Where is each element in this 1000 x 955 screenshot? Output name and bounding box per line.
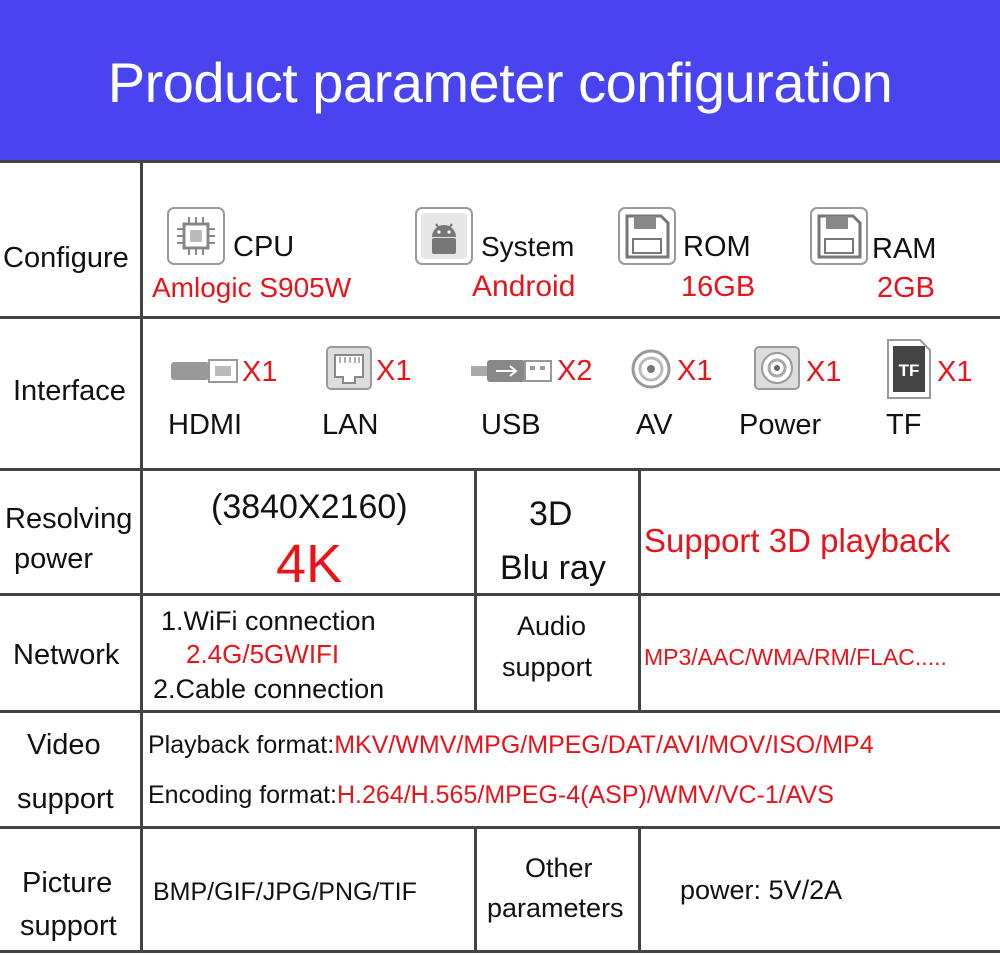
row-label-resolving-line2: power	[14, 543, 93, 575]
label-column-divider	[140, 160, 143, 953]
audio-formats: MP3/AAC/WMA/RM/FLAC.....	[644, 644, 947, 670]
tf-name: TF	[886, 409, 922, 441]
resolution-4k: 4K	[276, 534, 343, 594]
row-divider	[0, 826, 1000, 829]
lan-count: X1	[376, 355, 412, 387]
floppy-disk-icon	[618, 207, 676, 270]
cell-divider	[474, 468, 477, 710]
floppy-disk-icon	[810, 207, 868, 270]
row-divider	[0, 468, 1000, 471]
header-banner: Product parameter configuration	[0, 0, 1000, 160]
hdmi-count: X1	[242, 356, 278, 388]
network-cable-line: 2.Cable connection	[153, 674, 385, 704]
android-system-icon	[415, 207, 473, 270]
power-name: Power	[739, 409, 822, 441]
tf-card-icon: TF	[886, 338, 932, 405]
av-count: X1	[677, 355, 713, 387]
row-divider	[0, 593, 1000, 596]
hdmi-name: HDMI	[168, 409, 243, 441]
cpu-name: CPU	[233, 231, 295, 263]
power-spec: power: 5V/2A	[680, 875, 843, 905]
cpu-value: Amlogic S905W	[152, 272, 352, 303]
encoding-format-value: H.264/H.565/MPEG-4(ASP)/WMV/VC-1/AVS	[337, 781, 834, 809]
row-label-picture-line1: Picture	[22, 867, 113, 899]
cell-divider	[638, 468, 641, 710]
encoding-format-row: Encoding format:H.264/H.565/MPEG-4(ASP)/…	[148, 783, 834, 808]
power-port-icon	[754, 346, 800, 395]
page-title: Product parameter configuration	[107, 51, 893, 114]
encoding-format-label: Encoding format:	[148, 781, 337, 809]
playback-format-label: Playback format:	[148, 731, 335, 759]
other-parameters-line2: parameters	[487, 893, 624, 923]
usb-name: USB	[481, 409, 541, 441]
cpu-chip-icon	[167, 207, 225, 270]
audio-support-line2: support	[502, 652, 593, 682]
blu-ray-3d: 3D	[529, 495, 573, 533]
av-port-icon	[631, 349, 671, 394]
support-3d-playback: Support 3D playback	[644, 522, 951, 559]
cell-divider	[638, 826, 641, 953]
usb-count: X2	[557, 355, 593, 387]
system-name: System	[481, 231, 575, 262]
other-parameters-line1: Other	[525, 853, 593, 883]
resolution-value: (3840X2160)	[211, 488, 408, 526]
ram-name: RAM	[872, 233, 937, 265]
playback-format-row: Playback format:MKV/WMV/MPG/MPEG/DAT/AVI…	[148, 733, 874, 758]
network-wifi-line: 1.WiFi connection	[161, 606, 376, 636]
row-label-configure: Configure	[3, 242, 129, 274]
tf-count: X1	[937, 356, 973, 388]
ram-value: 2GB	[877, 272, 936, 304]
rom-value: 16GB	[681, 271, 756, 303]
row-divider	[0, 950, 1000, 953]
rom-name: ROM	[683, 231, 751, 263]
row-divider	[0, 316, 1000, 319]
row-label-picture-line2: support	[20, 910, 117, 942]
blu-ray-label: Blu ray	[500, 549, 606, 587]
lan-port-icon	[326, 346, 372, 395]
lan-name: LAN	[322, 409, 379, 441]
row-divider	[0, 160, 1000, 163]
row-label-resolving-line1: Resolving	[5, 503, 133, 535]
hdmi-port-icon	[170, 359, 238, 388]
row-label-video-line2: support	[17, 783, 114, 815]
row-divider	[0, 710, 1000, 713]
tf-card-logo: TF	[899, 361, 920, 380]
av-name: AV	[636, 409, 673, 441]
network-wifi-bands: 2.4G/5GWIFI	[186, 639, 340, 669]
usb-port-icon	[470, 358, 552, 389]
picture-formats: BMP/GIF/JPG/PNG/TIF	[153, 878, 417, 906]
row-label-interface: Interface	[13, 375, 126, 407]
playback-format-value: MKV/WMV/MPG/MPEG/DAT/AVI/MOV/ISO/MP4	[334, 731, 874, 759]
row-label-network: Network	[13, 639, 120, 671]
row-label-video-line1: Video	[27, 729, 101, 761]
cell-divider	[474, 826, 477, 953]
system-value: Android	[472, 270, 576, 303]
audio-support-line1: Audio	[517, 611, 587, 641]
power-count: X1	[806, 356, 842, 388]
